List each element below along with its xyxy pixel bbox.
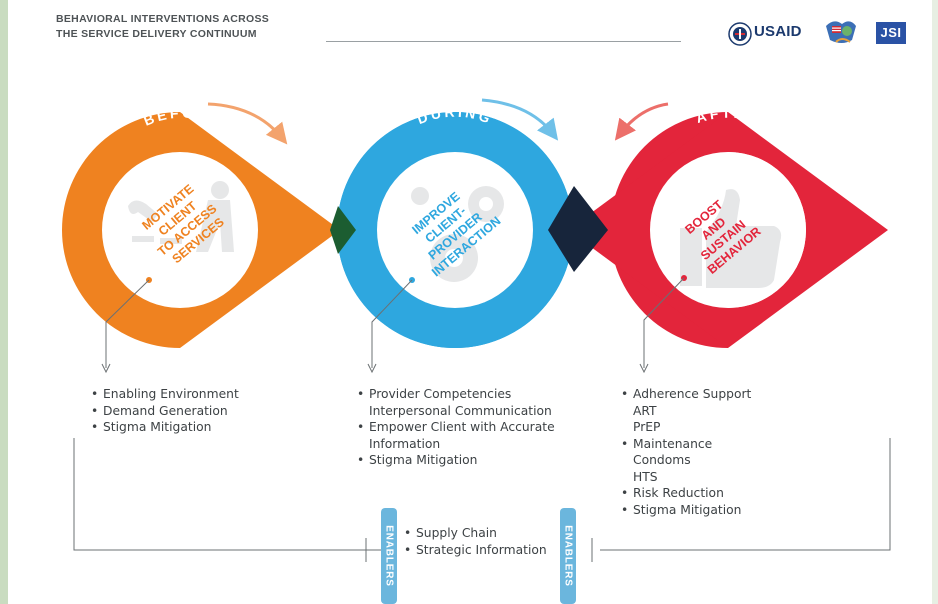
intervention-item: Stigma Mitigation: [618, 502, 751, 519]
intervention-item: Risk Reduction: [618, 485, 751, 502]
intervention-subitem: ART: [633, 403, 657, 418]
title-rule: [326, 41, 681, 42]
diagram-title: BEHAVIORAL INTERVENTIONS ACROSS THE SERV…: [56, 12, 269, 42]
gears-icon: [411, 186, 504, 282]
intervention-subitem: PrEP: [633, 420, 661, 434]
intervention-item: Adherence Support: [618, 386, 751, 403]
intervention-item: Provider Competencies: [354, 386, 555, 403]
thumbs-up-icon: [680, 189, 782, 288]
usaid-seal-icon: [728, 22, 752, 46]
after-direction-arrow: [614, 102, 669, 141]
before-leader: [101, 277, 152, 374]
enablers-tag-left: ENABLERS: [381, 508, 397, 604]
during-title: DURING: [415, 104, 492, 128]
during-leader: [367, 277, 415, 374]
intervention-item: Enabling Environment: [88, 386, 239, 403]
pepfar-logo-icon: [826, 21, 856, 43]
svg-text:DURING: DURING: [415, 104, 495, 128]
during-direction-arrow: [481, 98, 559, 141]
before-during-overlap: [330, 206, 356, 254]
intervention-item: Stigma Mitigation: [354, 452, 555, 469]
intervention-item: Empower Client with Accurate: [354, 419, 555, 436]
after-title: AFTER: [694, 105, 759, 126]
during-ring: [336, 112, 574, 348]
after-leader: [639, 275, 687, 374]
logo-strip: USAID JSI: [728, 16, 928, 48]
intervention-subitem: HTS: [633, 469, 658, 484]
during-interventions: Provider Competencies Interpersonal Comm…: [354, 386, 555, 469]
before-ring: [62, 112, 340, 348]
before-direction-arrow: [207, 102, 288, 145]
title-line-1: BEHAVIORAL INTERVENTIONS ACROSS: [56, 13, 270, 25]
jsi-logo: JSI: [876, 22, 906, 44]
enabler-item: Strategic Information: [401, 542, 547, 559]
during-after-overlap: [548, 186, 608, 272]
enablers-tag-label: ENABLERS: [562, 525, 574, 587]
title-line-2: THE SERVICE DELIVERY CONTINUUM: [56, 28, 257, 40]
enablers-bracket: [73, 438, 891, 562]
intervention-item: Maintenance: [618, 436, 751, 453]
svg-text:AFTER: AFTER: [694, 105, 762, 126]
after-interventions: Adherence Support ART PrEP Maintenance C…: [618, 386, 751, 518]
enablers-tag-label: ENABLERS: [383, 525, 395, 587]
continuum-diagram: BEFORE DURING AFTER MOTIVA: [62, 98, 891, 562]
usaid-logo: USAID: [754, 23, 802, 40]
intervention-item: Demand Generation: [88, 403, 239, 420]
enabler-item: Supply Chain: [401, 525, 547, 542]
intervention-subitem: Condoms: [633, 453, 691, 467]
person-walking-icon: [128, 181, 234, 252]
intervention-subitem: Information: [369, 436, 441, 451]
intervention-item: Stigma Mitigation: [88, 419, 239, 436]
enablers-tag-right: ENABLERS: [560, 508, 576, 604]
intervention-subitem: Interpersonal Communication: [369, 403, 552, 418]
before-interventions: Enabling Environment Demand Generation S…: [88, 386, 239, 436]
enablers-list: Supply Chain Strategic Information: [401, 525, 547, 558]
page: BEHAVIORAL INTERVENTIONS ACROSS THE SERV…: [8, 0, 938, 604]
